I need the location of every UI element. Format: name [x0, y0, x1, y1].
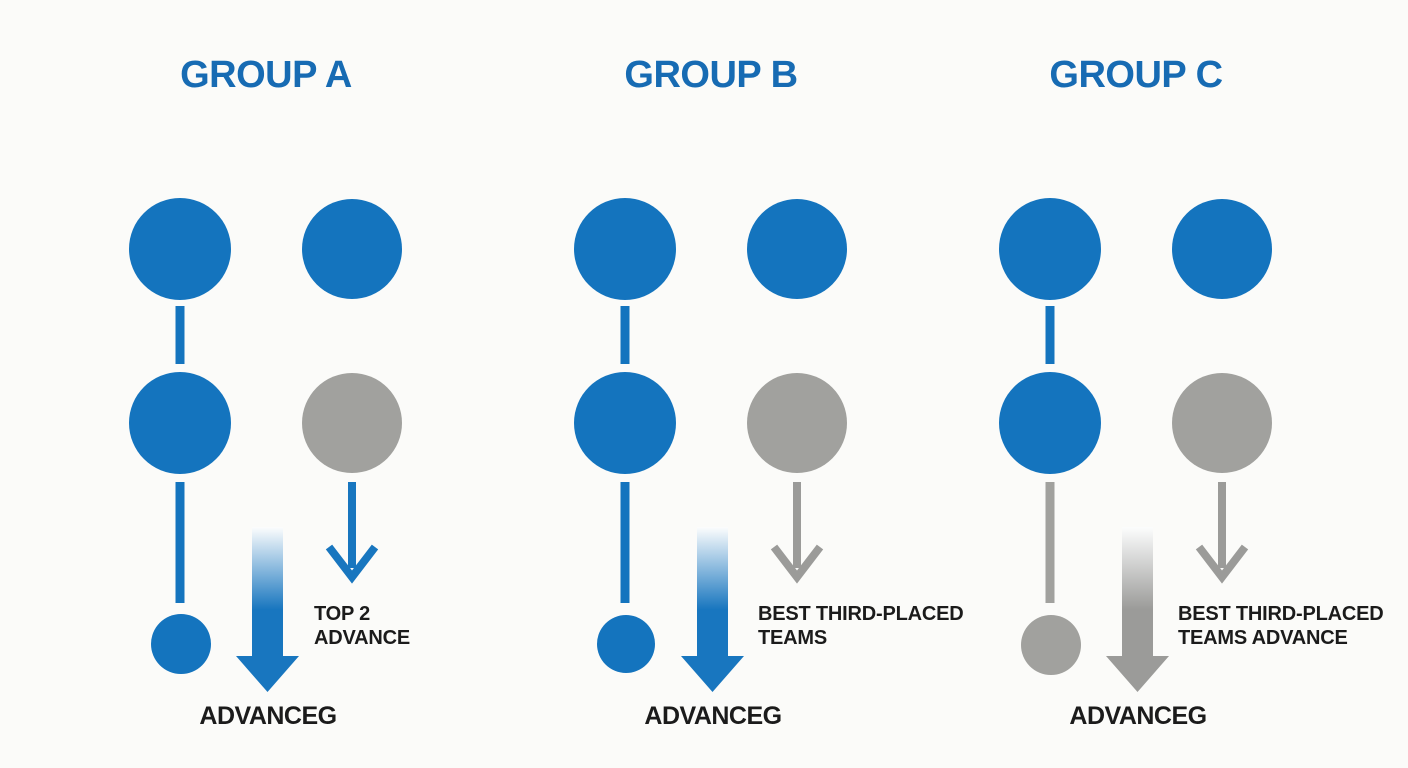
group-a-title: GROUP A — [180, 54, 352, 96]
team-circle-first-right — [302, 199, 402, 299]
advance-arrow-shaft — [252, 527, 283, 658]
advance-arrow-head — [681, 656, 744, 692]
team-circle-second-left — [129, 372, 231, 474]
third-place-circle — [151, 614, 211, 674]
group-b-title: GROUP B — [624, 54, 798, 96]
team-circle-first-left — [574, 198, 676, 300]
group-a-side-label: TOP 2 ADVANCE — [314, 602, 410, 650]
team-circle-second-left — [999, 372, 1101, 474]
advance-arrow-head — [1106, 656, 1169, 692]
side-label-line: TOP 2 — [314, 603, 371, 625]
group-c-advance-label: ADVANCEG — [1069, 702, 1207, 730]
group-c-side-label: BEST THIRD-PLACED TEAMS ADVANCE — [1178, 602, 1384, 650]
group-a-diagram — [129, 198, 402, 692]
team-circle-first-left — [999, 198, 1101, 300]
group-b-side-label: BEST THIRD-PLACED TEAMS — [758, 602, 964, 650]
group-a-advance-label: ADVANCEG — [199, 702, 337, 730]
side-label-line: ADVANCE — [314, 627, 411, 649]
side-label-line: BEST THIRD-PLACED — [758, 603, 964, 625]
advance-arrow-shaft — [697, 527, 728, 658]
group-c-title: GROUP C — [1049, 54, 1223, 96]
team-circle-first-left — [129, 198, 231, 300]
eliminated-arrow-head — [770, 544, 824, 584]
team-circle-second-right — [1172, 373, 1272, 473]
team-circle-second-right — [747, 373, 847, 473]
eliminated-arrow-head — [325, 544, 379, 584]
team-circle-second-right — [302, 373, 402, 473]
third-place-circle — [1021, 615, 1081, 675]
advance-arrow-shaft — [1122, 527, 1153, 658]
team-circle-first-right — [1172, 199, 1272, 299]
third-place-circle — [597, 615, 655, 673]
side-label-line: TEAMS ADVANCE — [1178, 627, 1348, 649]
side-label-line: BEST THIRD-PLACED — [1178, 603, 1384, 625]
group-b-advance-label: ADVANCEG — [644, 702, 782, 730]
group-b-diagram — [574, 198, 847, 692]
advance-arrow-head — [236, 656, 299, 692]
team-circle-second-left — [574, 372, 676, 474]
side-label-line: TEAMS — [758, 627, 828, 649]
eliminated-arrow-head — [1195, 544, 1249, 584]
group-c-diagram — [999, 198, 1272, 692]
team-circle-first-right — [747, 199, 847, 299]
